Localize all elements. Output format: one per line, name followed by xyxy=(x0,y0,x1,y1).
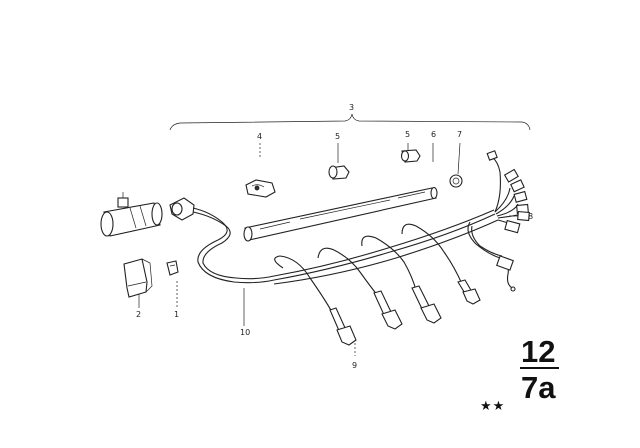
page-ref-top: 12 xyxy=(521,334,555,369)
star-marking: ★★ xyxy=(480,399,505,414)
callout-1: 1 xyxy=(174,310,179,319)
grommet-ring xyxy=(449,174,463,188)
callout-9: 9 xyxy=(352,361,357,370)
callout-6: 6 xyxy=(431,130,436,139)
callout-10: 10 xyxy=(240,328,250,337)
assembly-bracket xyxy=(169,113,531,131)
cable-conduit xyxy=(243,186,438,242)
callout-2: 2 xyxy=(136,310,141,319)
main-harness xyxy=(192,207,499,285)
spark-plug-boot-4 xyxy=(457,279,481,305)
connector-part-right xyxy=(400,149,421,163)
spark-plug-boot-3 xyxy=(411,285,442,324)
ignition-coil xyxy=(100,192,163,237)
connector-part-left xyxy=(328,165,350,180)
callout-5-left: 5 xyxy=(335,132,340,141)
clip-part xyxy=(245,179,276,198)
callout-4: 4 xyxy=(257,132,262,141)
callout-5-right: 5 xyxy=(405,130,410,139)
small-clip xyxy=(166,260,179,276)
spark-plug-boot-1 xyxy=(329,307,357,346)
callout-7: 7 xyxy=(457,130,462,139)
spark-plug-boot-2 xyxy=(373,290,403,330)
page-ref-bottom: 7a xyxy=(521,370,556,405)
callout-3: 3 xyxy=(349,103,354,112)
mounting-bracket xyxy=(123,258,153,298)
callout-8: 8 xyxy=(528,212,533,221)
coil-lead-connector xyxy=(169,197,195,221)
spark-plug-leads xyxy=(274,223,463,313)
connector-fan xyxy=(467,150,530,292)
